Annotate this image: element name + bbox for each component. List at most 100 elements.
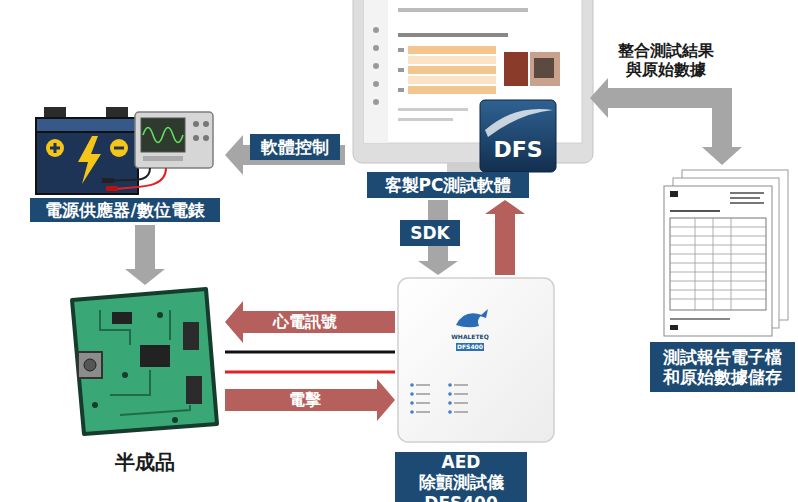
screen-bullet bbox=[398, 88, 404, 92]
sidebar-icon bbox=[373, 27, 379, 33]
screen-photo bbox=[504, 52, 528, 86]
screen-row bbox=[408, 86, 496, 94]
logo-text: DFS bbox=[480, 136, 556, 164]
status-led bbox=[448, 410, 452, 414]
report-table-grid bbox=[670, 218, 766, 310]
sine-wave bbox=[143, 128, 183, 143]
status-led bbox=[448, 383, 452, 387]
pcb-illustration bbox=[72, 289, 217, 434]
device-body bbox=[398, 278, 554, 442]
sidebar-icon bbox=[373, 63, 379, 69]
edge-label: 整合測試結果 與原始數據 bbox=[610, 38, 722, 82]
screen-bullet bbox=[398, 68, 404, 72]
status-led bbox=[410, 410, 414, 414]
led-marking bbox=[416, 393, 430, 395]
status-led bbox=[410, 392, 414, 396]
node-label: AED 除顫測試儀 DFS400 bbox=[395, 452, 527, 502]
pin-header bbox=[186, 376, 202, 404]
screen-photo bbox=[530, 52, 560, 86]
pcb-connector bbox=[78, 352, 102, 378]
scope-body bbox=[135, 112, 213, 168]
report-text-line bbox=[670, 318, 730, 320]
sidebar-icon bbox=[373, 45, 379, 51]
node-label: 客製PC測試軟體 bbox=[367, 172, 529, 198]
edge-label: SDK bbox=[400, 220, 460, 246]
screen-row bbox=[408, 46, 496, 54]
screen-header-line bbox=[398, 8, 528, 12]
probe-cable bbox=[116, 168, 166, 189]
edge-label: 電擊 bbox=[262, 389, 348, 411]
red-wire bbox=[225, 371, 395, 374]
screen-row bbox=[408, 76, 496, 84]
screen-row bbox=[408, 56, 496, 64]
pcb-pad bbox=[122, 372, 128, 378]
report-page bbox=[664, 186, 772, 336]
ic-chip bbox=[112, 312, 132, 324]
probe-tip bbox=[106, 186, 118, 191]
node-label: 半成品 bbox=[65, 448, 225, 476]
screen-text-line bbox=[398, 108, 468, 111]
whale-logo bbox=[456, 313, 482, 327]
power-supply-node: 電源供應器/數位電錶 bbox=[25, 100, 225, 225]
report-pages-illustration bbox=[664, 170, 788, 336]
report-text-line bbox=[670, 210, 720, 212]
power-arrow bbox=[135, 225, 155, 269]
node-label: 電源供應器/數位電錶 bbox=[30, 198, 220, 222]
pcb-pad bbox=[172, 417, 178, 423]
sidebar-icon bbox=[373, 99, 379, 105]
report-text-line bbox=[730, 192, 764, 194]
edge-label: 心電訊號 bbox=[262, 311, 348, 333]
model-text: DFS400 bbox=[456, 343, 484, 351]
feedback-arrow bbox=[495, 214, 515, 275]
scope-buttons bbox=[143, 156, 183, 161]
led-marking bbox=[416, 402, 430, 404]
plus-sign bbox=[46, 139, 64, 157]
probe-cable bbox=[112, 168, 150, 181]
scope-knob bbox=[203, 135, 209, 141]
monitor-frame bbox=[353, 0, 593, 163]
status-led bbox=[410, 383, 414, 387]
report-text-line bbox=[730, 197, 760, 199]
status-led bbox=[448, 401, 452, 405]
software-node: 客製PC測試軟體 bbox=[345, 0, 590, 200]
pcb-trace bbox=[110, 370, 150, 395]
screen-text-line bbox=[398, 33, 508, 37]
scope-knob bbox=[193, 121, 199, 127]
whale-logo bbox=[480, 309, 488, 318]
pin-header bbox=[183, 322, 199, 350]
logo-swoosh bbox=[485, 109, 553, 137]
minus-sign bbox=[110, 139, 128, 157]
pcb-pad bbox=[92, 402, 98, 408]
minus-sign bbox=[114, 147, 124, 150]
result-arrow bbox=[608, 98, 722, 147]
edge-label: 軟體控制 bbox=[250, 134, 340, 160]
screen-photo bbox=[534, 58, 554, 78]
screen-sidebar bbox=[364, 0, 388, 143]
pcb-pad bbox=[157, 312, 163, 318]
battery-top bbox=[36, 118, 138, 132]
pcb-trace bbox=[169, 310, 171, 340]
screen-text-line bbox=[398, 118, 453, 121]
board-node: 半成品 bbox=[65, 285, 225, 475]
status-led bbox=[410, 401, 414, 405]
led-marking bbox=[454, 384, 468, 386]
report-node: 測試報告電子檔 和原始數據儲存 bbox=[645, 165, 795, 395]
report-text-line bbox=[730, 202, 764, 204]
screen-row bbox=[408, 66, 496, 74]
brand-text: WHALETEQ bbox=[440, 332, 500, 341]
led-marking bbox=[454, 411, 468, 413]
battery-body bbox=[36, 132, 138, 194]
sidebar-icon bbox=[373, 81, 379, 87]
aed-tester-illustration bbox=[398, 278, 554, 442]
scope-knob bbox=[193, 135, 199, 141]
monitor-illustration bbox=[353, 0, 593, 174]
report-logo bbox=[670, 325, 678, 330]
led-marking bbox=[454, 402, 468, 404]
led-marking bbox=[416, 411, 430, 413]
pcb-trace bbox=[120, 405, 190, 415]
led-marking bbox=[454, 393, 468, 395]
scope-knob bbox=[203, 121, 209, 127]
screen-bullet bbox=[398, 48, 404, 52]
shock-arrow bbox=[225, 389, 377, 411]
